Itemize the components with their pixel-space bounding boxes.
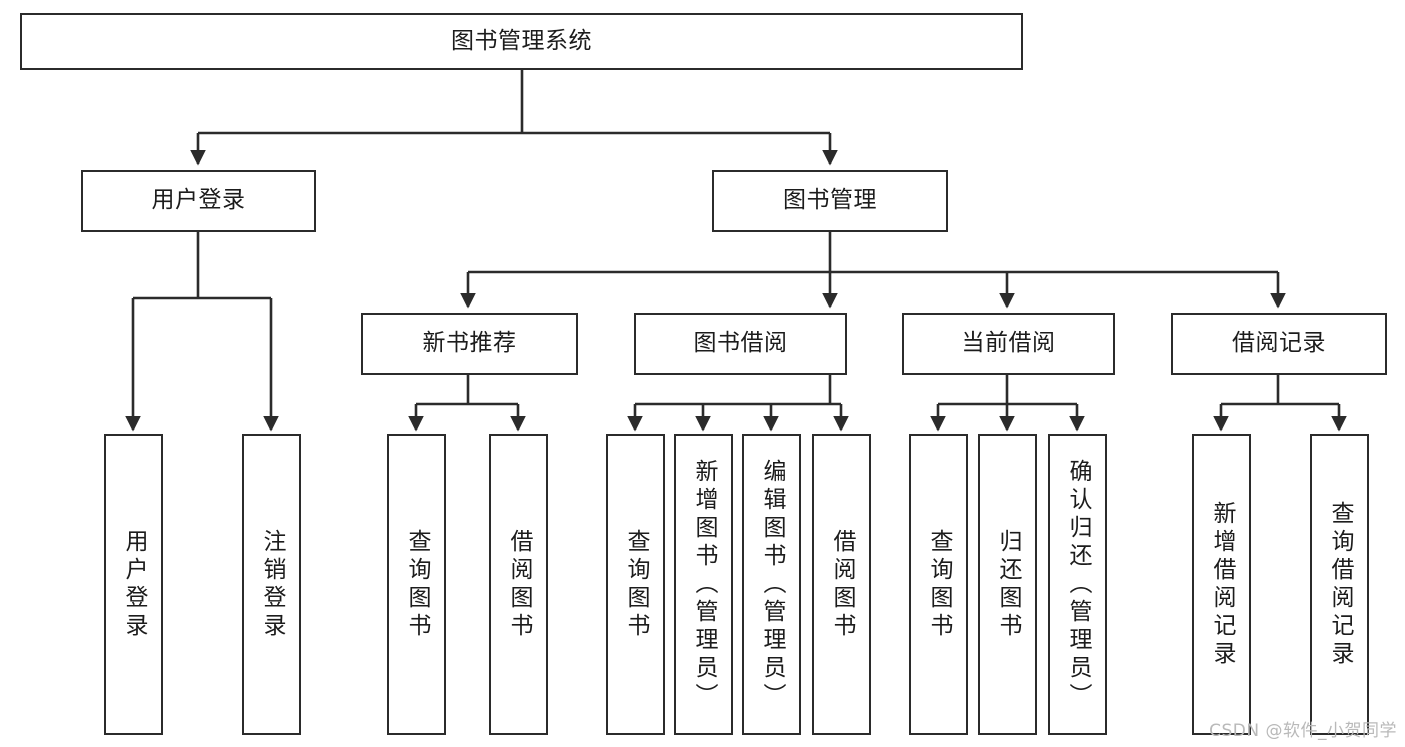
leaf-return-book[interactable]: 归还图书 bbox=[978, 434, 1037, 735]
node-current-borrowing[interactable]: 当前借阅 bbox=[902, 313, 1115, 375]
node-label: 借阅图书 bbox=[829, 528, 855, 641]
node-label: 新增借阅记录 bbox=[1209, 500, 1235, 669]
node-label: 新增图书（管理员） bbox=[691, 458, 717, 711]
leaf-edit-book-admin[interactable]: 编辑图书（管理员） bbox=[742, 434, 801, 735]
leaf-query-book-current[interactable]: 查询图书 bbox=[909, 434, 968, 735]
node-borrowing-record[interactable]: 借阅记录 bbox=[1171, 313, 1387, 375]
node-label: 图书管理系统 bbox=[451, 27, 592, 54]
node-new-book-recommendation[interactable]: 新书推荐 bbox=[361, 313, 578, 375]
node-label: 确认归还（管理员） bbox=[1065, 458, 1091, 711]
node-label: 当前借阅 bbox=[961, 330, 1056, 357]
node-label: 归还图书 bbox=[995, 528, 1021, 641]
node-label: 查询图书 bbox=[926, 528, 952, 641]
node-label: 查询借阅记录 bbox=[1327, 500, 1353, 669]
leaf-confirm-return-admin[interactable]: 确认归还（管理员） bbox=[1048, 434, 1107, 735]
leaf-add-book-admin[interactable]: 新增图书（管理员） bbox=[674, 434, 733, 735]
leaf-borrow-book-recommendation[interactable]: 借阅图书 bbox=[489, 434, 548, 735]
node-label: 新书推荐 bbox=[422, 330, 517, 357]
leaf-logout[interactable]: 注销登录 bbox=[242, 434, 301, 735]
node-book-management[interactable]: 图书管理 bbox=[712, 170, 948, 232]
leaf-borrow-book-borrowing[interactable]: 借阅图书 bbox=[812, 434, 871, 735]
node-label: 图书管理 bbox=[783, 187, 877, 214]
node-label: 图书借阅 bbox=[693, 330, 788, 357]
node-label: 注销登录 bbox=[259, 528, 285, 641]
node-root-book-management-system[interactable]: 图书管理系统 bbox=[20, 13, 1023, 70]
node-label: 借阅记录 bbox=[1232, 330, 1326, 357]
node-label: 用户登录 bbox=[121, 528, 147, 641]
node-book-borrowing[interactable]: 图书借阅 bbox=[634, 313, 847, 375]
leaf-query-book-recommendation[interactable]: 查询图书 bbox=[387, 434, 446, 735]
watermark: CSDN @软件_小贺同学 bbox=[1209, 721, 1397, 741]
leaf-query-borrowing-record[interactable]: 查询借阅记录 bbox=[1310, 434, 1369, 735]
node-label: 编辑图书（管理员） bbox=[759, 458, 785, 711]
node-label: 用户登录 bbox=[151, 187, 246, 214]
node-label: 查询图书 bbox=[623, 528, 649, 641]
node-label: 查询图书 bbox=[404, 528, 430, 641]
node-label: 借阅图书 bbox=[506, 528, 532, 641]
leaf-query-book-borrowing[interactable]: 查询图书 bbox=[606, 434, 665, 735]
leaf-add-borrowing-record[interactable]: 新增借阅记录 bbox=[1192, 434, 1251, 735]
leaf-user-login[interactable]: 用户登录 bbox=[104, 434, 163, 735]
node-user-login[interactable]: 用户登录 bbox=[81, 170, 316, 232]
